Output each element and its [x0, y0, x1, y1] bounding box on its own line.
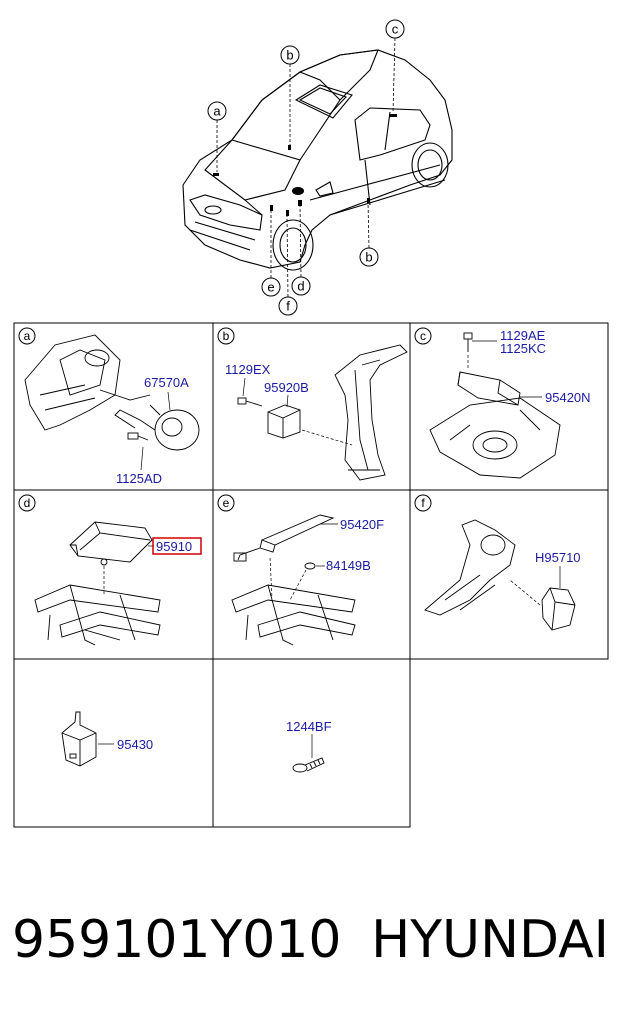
panel-c-letter: c: [414, 327, 432, 345]
footer: 959101Y010 HYUNDAI: [0, 900, 623, 980]
label-1129ae: 1129AE: [500, 328, 546, 343]
floor-frame-d-drawing: [34, 584, 161, 646]
panel-f: f H95710: [414, 494, 581, 631]
panel-c: c 1129AE 1125KC 95420N: [414, 327, 591, 479]
callout-f: f: [278, 296, 298, 316]
label-95920b: 95920B: [264, 380, 309, 395]
label-95420n: 95420N: [545, 390, 591, 405]
airbag-control-unit-drawing: [69, 521, 153, 566]
sensor-95430: [61, 711, 97, 767]
panel-g: 95430: [61, 711, 153, 767]
horn-drawing: [114, 404, 200, 451]
label-1125kc: 1125KC: [500, 341, 546, 356]
label-95420f: 95420F: [340, 517, 384, 532]
callout-a: a: [207, 101, 227, 121]
label-95910: 95910: [156, 539, 192, 554]
callout-c: c: [385, 19, 405, 39]
svg-text:d: d: [297, 279, 304, 294]
floor-panel-drawing: [429, 397, 561, 479]
panel-d: d 95910: [18, 494, 202, 646]
sensor-95420n: [457, 371, 521, 406]
svg-text:b: b: [365, 250, 372, 265]
part-number: 959101Y010: [12, 910, 342, 970]
leaders-e: [269, 523, 338, 601]
leaders-f: [509, 566, 561, 606]
svg-text:a: a: [213, 104, 221, 119]
label-67570a: 67570A: [144, 375, 189, 390]
label-84149b: 84149B: [326, 558, 371, 573]
panel-b: b 1129EX 95920B: [217, 327, 408, 481]
car-marks: [213, 114, 397, 216]
leaders-c: [467, 340, 542, 398]
leaders-a: [140, 391, 171, 471]
svg-text:b: b: [286, 48, 293, 63]
svg-text:b: b: [223, 329, 230, 343]
panel-e-letter: e: [217, 494, 235, 512]
svg-text:a: a: [24, 329, 31, 343]
callout-b-top: b: [280, 45, 300, 65]
label-h95710: H95710: [535, 550, 581, 565]
svg-text:f: f: [421, 496, 425, 510]
svg-text:c: c: [392, 22, 399, 37]
bolt-1129ex: [237, 397, 263, 407]
bolt-1129ae: [463, 332, 473, 352]
bolt-1244bf: [292, 757, 325, 773]
panel-a-letter: a: [18, 327, 36, 345]
svg-text:e: e: [267, 280, 274, 295]
label-95430: 95430: [117, 737, 153, 752]
bolt-1125ad: [127, 432, 149, 441]
panel-d-letter: d: [18, 494, 36, 512]
label-1125ad: 1125AD: [116, 471, 162, 486]
overview-callouts: a b c b e f d: [207, 19, 405, 316]
panel-h: 1244BF: [286, 719, 332, 773]
panel-a: a 67570A 1125AD: [18, 327, 200, 486]
front-bumper-bracket-drawing: [24, 334, 151, 431]
b-pillar-drawing: [334, 344, 408, 481]
leaders-d: [103, 545, 154, 595]
sensor-h95710: [541, 587, 576, 631]
svg-text:c: c: [420, 329, 426, 343]
svg-text:f: f: [286, 299, 290, 314]
leaders-b: [242, 377, 353, 446]
car-overview: [182, 49, 453, 271]
callout-d: d: [291, 276, 311, 296]
label-1244bf: 1244BF: [286, 719, 332, 734]
panel-b-letter: b: [217, 327, 235, 345]
panel-grid: [13, 322, 609, 828]
floor-frame-e-drawing: [231, 584, 356, 646]
brand-name: HYUNDAI: [371, 910, 609, 970]
callout-b-side: b: [359, 247, 379, 267]
highlight-box-95910: [152, 537, 202, 555]
sensor-95420f: [233, 514, 335, 562]
clip-84149b: [304, 562, 316, 570]
callout-e: e: [261, 277, 281, 297]
sensor-95920b: [267, 404, 301, 439]
front-frame-f-drawing: [424, 519, 516, 616]
svg-text:d: d: [24, 496, 31, 510]
callout-leaders: [216, 37, 396, 298]
svg-text:e: e: [223, 496, 230, 510]
label-1129ex: 1129EX: [225, 362, 271, 377]
panel-f-letter: f: [414, 494, 432, 512]
panel-e: e 95420F 84149B: [217, 494, 384, 646]
